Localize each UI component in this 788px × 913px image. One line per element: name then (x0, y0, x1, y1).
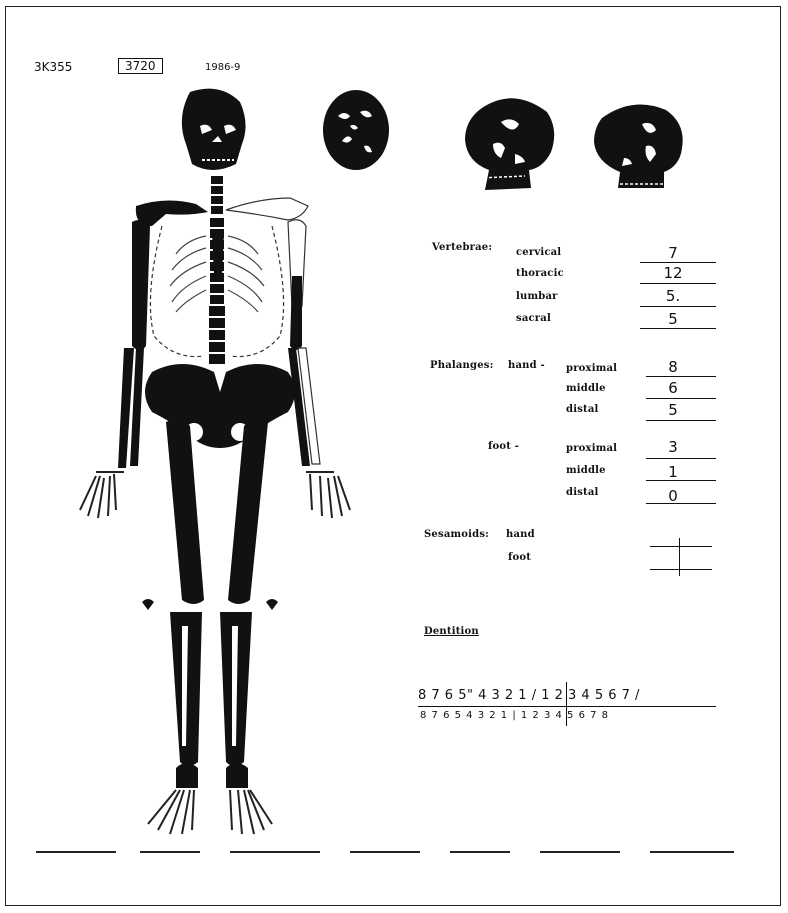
right-hand (306, 472, 350, 518)
vertebrae-cervical-label: cervical (516, 247, 561, 258)
phalanges-hand-proximal-line (646, 376, 716, 377)
left-foot (148, 790, 194, 834)
vertebrae-lumbar-value: 5. (648, 287, 698, 305)
dentition-upper-row: 8 7 6 5" 4 3 2 1 / 1 2 3 4 5 6 7 / (418, 688, 640, 703)
vertebrae-sacral-label: sacral (516, 313, 551, 324)
dentition-lower-row: 8 7 6 5 4 3 2 1 | 1 2 3 4 5 6 7 8 (420, 710, 609, 721)
vertebrae-cervical-value: 7 (648, 244, 698, 262)
cut-line-segment (140, 851, 200, 853)
phalanges-hand-proximal-label: proximal (566, 363, 617, 374)
vertebrae-sacral-value: 5 (648, 310, 698, 328)
vertebrae-lumbar-line (640, 306, 716, 307)
skeleton-diagram (66, 86, 366, 846)
sesamoids-foot-line (650, 569, 712, 570)
vertebrae-cervical-line (640, 262, 716, 263)
sesamoids-tick (679, 538, 680, 576)
phalanges-foot-middle-label: middle (566, 465, 606, 476)
sesamoids-heading: Sesamoids: (424, 529, 489, 540)
phalanges-hand-proximal-value: 8 (648, 358, 698, 376)
sesamoids-hand-line (650, 546, 712, 547)
skull-right-lateral-view (590, 98, 686, 194)
phalanges-foot-middle-value: 1 (648, 463, 698, 481)
cut-line-segment (450, 851, 510, 853)
phalanges-hand-middle-line (646, 398, 716, 399)
skull-left-lateral-view (465, 96, 557, 192)
cut-line-segment (540, 851, 620, 853)
vertebrae-heading: Vertebrae: (432, 242, 492, 253)
dentition-midline (566, 682, 567, 726)
sesamoids-hand-label: hand (506, 529, 535, 540)
vertebrae-sacral-line (640, 328, 716, 329)
sesamoids-foot-label: foot (508, 552, 531, 563)
phalanges-foot-middle-line (646, 480, 716, 481)
phalanges-heading: Phalanges: (430, 360, 494, 371)
phalanges-hand-distal-line (646, 420, 716, 421)
year: 1986-9 (205, 62, 240, 73)
site-number: 3K355 (34, 60, 72, 74)
dentition-occlusal-line (418, 706, 716, 707)
cut-line-segment (230, 851, 320, 853)
dentition-heading: Dentition (424, 626, 479, 637)
vertebrae-thoracic-label: thoracic (516, 268, 564, 279)
skeleton-skull (182, 89, 246, 170)
phalanges-hand-label: hand - (508, 360, 545, 371)
vertebrae-thoracic-value: 12 (648, 264, 698, 282)
left-femur (166, 420, 204, 604)
phalanges-foot-distal-line (646, 503, 716, 504)
phalanges-foot-distal-label: distal (566, 487, 599, 498)
phalanges-hand-distal-value: 5 (648, 401, 698, 419)
phalanges-hand-middle-value: 6 (648, 379, 698, 397)
right-foot (230, 790, 272, 834)
phalanges-foot-proximal-label: proximal (566, 443, 617, 454)
cut-line-segment (36, 851, 116, 853)
vertebrae-lumbar-label: lumbar (516, 291, 558, 302)
right-femur (228, 420, 268, 604)
phalanges-foot-label: foot - (488, 441, 519, 452)
cut-line-segment (350, 851, 420, 853)
phalanges-hand-distal-label: distal (566, 404, 599, 415)
burial-number-box: 3720 (118, 58, 163, 74)
left-humerus (132, 220, 150, 350)
cut-line-segment (650, 851, 734, 853)
phalanges-foot-proximal-line (646, 458, 716, 459)
phalanges-foot-proximal-value: 3 (648, 438, 698, 456)
left-hand (80, 472, 124, 518)
phalanges-hand-middle-label: middle (566, 383, 606, 394)
vertebrae-thoracic-line (640, 283, 716, 284)
